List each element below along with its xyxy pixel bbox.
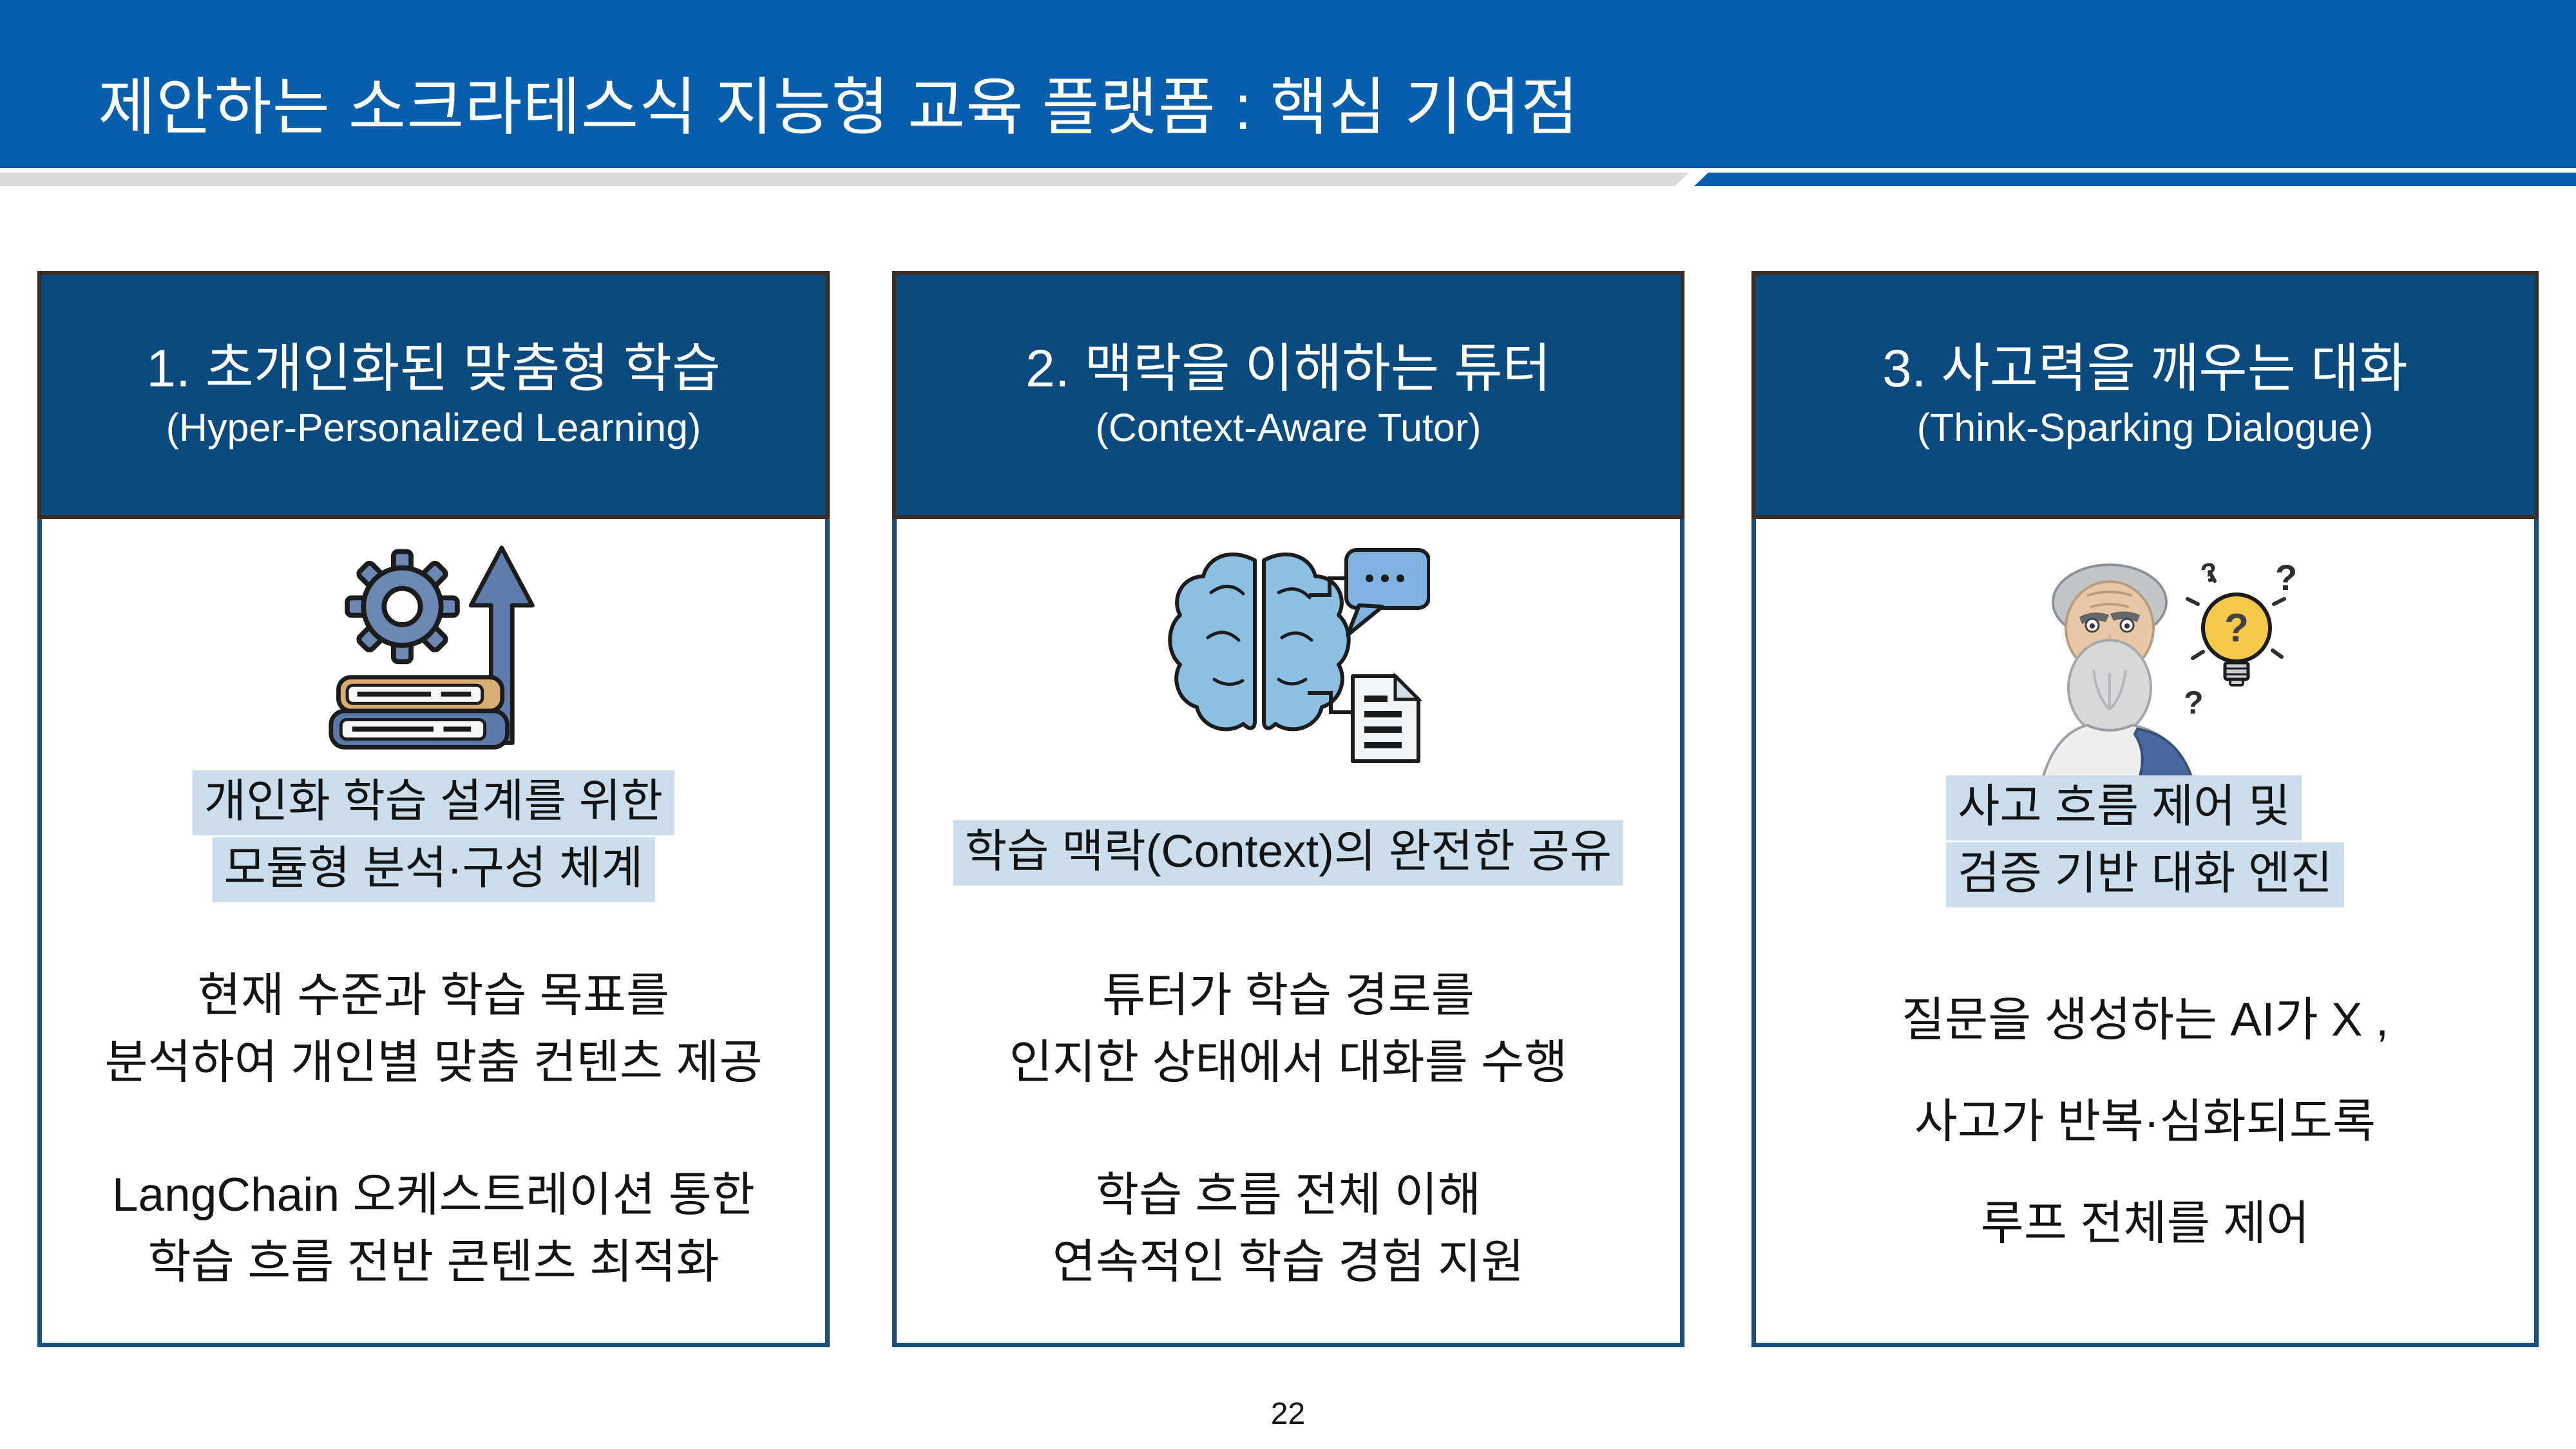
brain-chat-document-icon <box>1147 541 1431 770</box>
paragraph-line: 루프 전체를 제어 <box>1980 1197 2310 1249</box>
svg-text:?: ? <box>2275 557 2297 598</box>
card-title-ko: 1. 초개인화된 맞춤형 학습 <box>146 339 721 398</box>
accent-stripe-gray <box>0 173 1689 186</box>
accent-stripe-blue <box>1694 173 2576 186</box>
svg-text:?: ? <box>2224 606 2249 650</box>
page-title: 제안하는 소크라테스식 지능형 교육 플랫폼 : 핵심 기여점 <box>98 72 1579 142</box>
paragraph-line: 연속적인 학습 경험 지원 <box>1052 1236 1525 1288</box>
highlight-line: 모듈형 분석·구성 체계 <box>212 837 655 902</box>
key-point-highlight: 학습 맥락(Context)의 완전한 공유 <box>953 820 1624 886</box>
card-body: 개인화 학습 설계를 위한 모듈형 분석·구성 체계 현재 수준과 학습 목표를… <box>37 519 830 1347</box>
card-paragraph: 루프 전체를 제어 <box>1756 1190 2534 1257</box>
paragraph-line: 현재 수준과 학습 목표를 <box>197 969 670 1021</box>
paragraph-line: 사고가 반복·심화되도록 <box>1914 1095 2376 1148</box>
card-body: ? ? ? ? <box>1751 519 2539 1347</box>
key-point-highlight: 개인화 학습 설계를 위한 모듈형 분석·구성 체계 <box>192 770 675 902</box>
card-paragraph: 현재 수준과 학습 목표를 분석하여 개인별 맞춤 컨텐츠 제공 <box>42 962 825 1096</box>
card-paragraph: 사고가 반복·심화되도록 <box>1756 1088 2534 1155</box>
card-header: 2. 맥락을 이해하는 튜터 (Context-Aware Tutor) <box>892 271 1684 519</box>
card-title-ko: 2. 맥락을 이해하는 튜터 <box>1026 339 1551 398</box>
card-paragraph: 튜터가 학습 경로를 인지한 상태에서 대화를 수행 <box>897 962 1680 1096</box>
card-header: 3. 사고력을 깨우는 대화 (Think-Sparking Dialogue) <box>1751 271 2539 519</box>
card-hyper-personalized-learning: 1. 초개인화된 맞춤형 학습 (Hyper-Personalized Lear… <box>37 271 830 1347</box>
books-gear-growth-arrow-icon <box>327 541 540 757</box>
svg-text:?: ? <box>2198 556 2220 589</box>
highlight-line: 개인화 학습 설계를 위한 <box>192 770 675 835</box>
paragraph-line: 인지한 상태에서 대화를 수행 <box>1009 1036 1568 1088</box>
highlight-line: 검증 기반 대화 엔진 <box>1946 842 2344 907</box>
card-body: 학습 맥락(Context)의 완전한 공유 튜터가 학습 경로를 인지한 상태… <box>892 519 1684 1347</box>
card-title-en: (Hyper-Personalized Learning) <box>166 406 701 450</box>
card-title-en: (Context-Aware Tutor) <box>1095 406 1482 450</box>
paragraph-line: 학습 흐름 전체 이해 <box>1095 1169 1482 1221</box>
paragraph-line: 튜터가 학습 경로를 <box>1102 969 1474 1021</box>
card-context-aware-tutor: 2. 맥락을 이해하는 튜터 (Context-Aware Tutor) <box>892 271 1684 1347</box>
socrates-lightbulb-icon: ? ? ? ? <box>1990 541 2300 784</box>
key-point-highlight: 사고 흐름 제어 및 검증 기반 대화 엔진 <box>1946 775 2344 907</box>
svg-text:?: ? <box>2184 685 2204 721</box>
paragraph-line: 분석하여 개인별 맞춤 컨텐츠 제공 <box>104 1036 763 1088</box>
card-paragraph: 질문을 생성하는 AI가 X , <box>1756 987 2534 1054</box>
card-title-ko: 3. 사고력을 깨우는 대화 <box>1882 339 2408 398</box>
paragraph-line: LangChain 오케스트레이션 통한 <box>111 1169 756 1221</box>
paragraph-line: 학습 흐름 전반 콘텐츠 최적화 <box>148 1236 720 1288</box>
highlight-line: 학습 맥락(Context)의 완전한 공유 <box>953 820 1624 886</box>
paragraph-line: 질문을 생성하는 AI가 X , <box>1901 994 2389 1046</box>
card-paragraph: 학습 흐름 전체 이해 연속적인 학습 경험 지원 <box>897 1162 1680 1296</box>
card-header: 1. 초개인화된 맞춤형 학습 (Hyper-Personalized Lear… <box>37 271 830 519</box>
card-title-en: (Think-Sparking Dialogue) <box>1916 406 2374 450</box>
card-paragraph: LangChain 오케스트레이션 통한 학습 흐름 전반 콘텐츠 최적화 <box>42 1162 825 1296</box>
page-number: 22 <box>1270 1397 1306 1431</box>
highlight-line: 사고 흐름 제어 및 <box>1946 775 2302 840</box>
card-think-sparking-dialogue: 3. 사고력을 깨우는 대화 (Think-Sparking Dialogue) <box>1751 271 2539 1347</box>
title-banner: 제안하는 소크라테스식 지능형 교육 플랫폼 : 핵심 기여점 <box>0 0 2576 168</box>
